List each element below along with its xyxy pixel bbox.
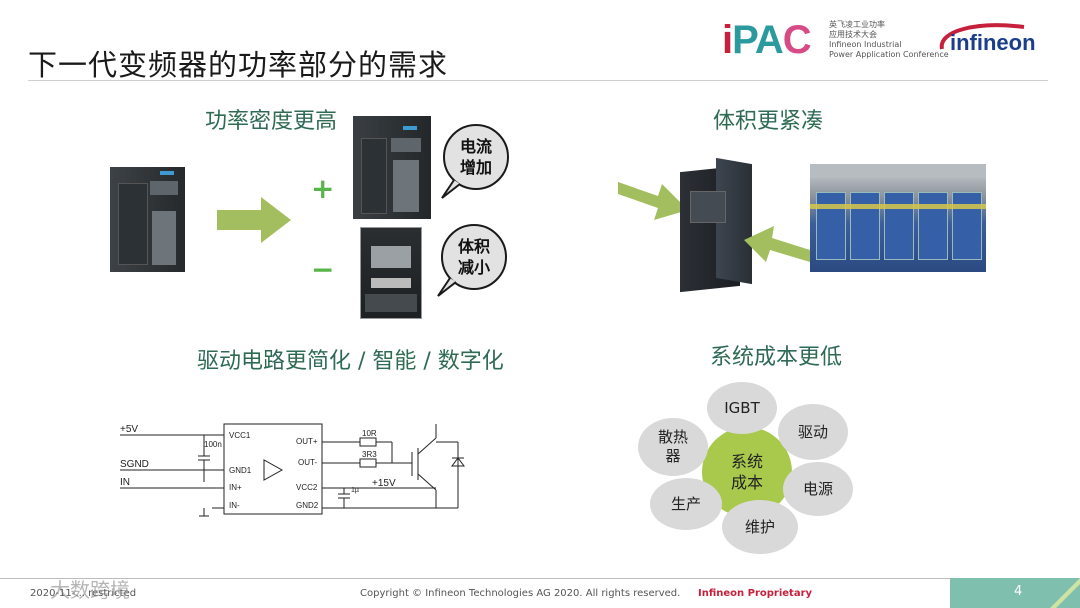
cabinet-photo — [810, 164, 986, 272]
label-10r: 10R — [362, 429, 377, 438]
infineon-logo: infineon — [936, 19, 1046, 59]
footer-left: 2020-11-... restricted — [30, 588, 137, 599]
pin-gnd1: GND1 — [229, 466, 252, 475]
footer-rule — [0, 578, 950, 579]
plus-symbol: + — [311, 172, 335, 205]
growth-arrow — [217, 197, 291, 243]
footer-copyright: Copyright © Infineon Technologies AG 202… — [360, 588, 681, 599]
pin-in-plus: IN+ — [229, 483, 242, 492]
driver-circuit-diagram — [120, 423, 465, 517]
label-1u: 1µ — [351, 487, 359, 494]
label-3r3: 3R3 — [362, 450, 377, 459]
pin-gnd2: GND2 — [296, 501, 319, 510]
bubble-tail-volume — [437, 277, 457, 297]
drive-unit-image — [110, 167, 185, 272]
footer-stripe — [1050, 578, 1080, 608]
drive-unit-large-image — [353, 116, 431, 219]
watermark: 大数跨境 — [50, 578, 130, 602]
infineon-logo-swoosh: infineon — [939, 23, 1036, 55]
petal-heatsink: 散热 器 — [638, 418, 708, 476]
pin-out-minus: OUT- — [298, 458, 318, 467]
bubble-current-increase: 电流 增加 — [443, 124, 509, 190]
pin-vcc1: VCC1 — [229, 431, 251, 440]
bubble-tail-current — [441, 179, 461, 199]
heading-compact: 体积更紧凑 — [713, 109, 824, 134]
compact-drive-image — [360, 227, 422, 319]
label-15v: +15V — [372, 478, 396, 489]
heading-cost: 系统成本更低 — [710, 345, 843, 370]
page-number: 4 — [1014, 584, 1023, 599]
petal-drive: 驱动 — [778, 404, 848, 460]
heading-driver: 驱动电路更简化 / 智能 / 数字化 — [197, 349, 504, 374]
petal-igbt: IGBT — [707, 382, 777, 434]
infineon-logo-text: infineon — [950, 30, 1036, 55]
title-divider — [28, 80, 1048, 81]
label-in: IN — [120, 477, 130, 488]
compress-arrow-right — [744, 226, 810, 262]
ipac-logo: iPAC — [722, 18, 812, 62]
minus-symbol: − — [311, 253, 335, 286]
heading-power-density: 功率密度更高 — [205, 109, 338, 134]
petal-maintenance: 维护 — [722, 500, 798, 554]
label-100n: 100n — [204, 440, 222, 449]
ipac-subtitle: 英飞凌工业功率 应用技术大会 Infineon Industrial Power… — [829, 20, 949, 59]
compact-inverter-image — [680, 157, 755, 293]
petal-power-supply: 电源 — [783, 462, 853, 516]
compress-arrow-left — [618, 182, 688, 220]
pin-in-minus: IN- — [229, 501, 240, 510]
pin-out-plus: OUT+ — [296, 437, 318, 446]
label-sgnd: SGND — [120, 459, 149, 470]
slide-title: 下一代变频器的功率部分的需求 — [28, 48, 449, 82]
label-5v: +5V — [120, 424, 139, 435]
bubble-volume-reduce: 体积 减小 — [441, 224, 507, 290]
footer-proprietary: Infineon Proprietary — [698, 588, 813, 599]
pin-vcc2: VCC2 — [296, 483, 318, 492]
petal-production: 生产 — [650, 478, 722, 530]
